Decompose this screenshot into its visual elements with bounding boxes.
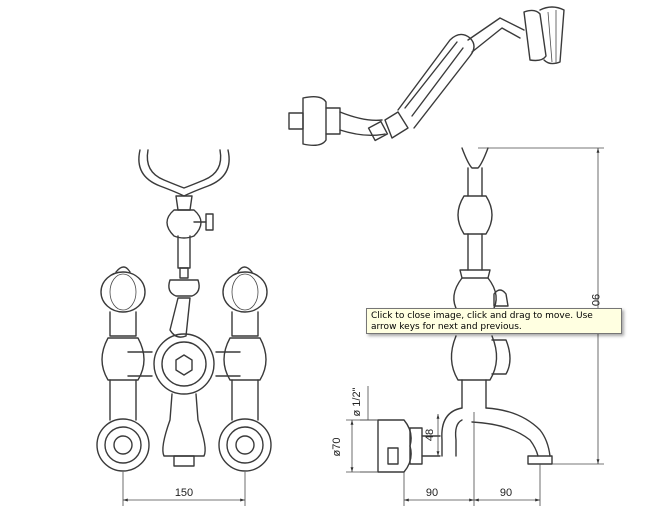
dim-spout-right-90: 90	[500, 487, 512, 499]
dim-flange-diameter: ø70	[331, 438, 343, 457]
side-view	[346, 147, 604, 506]
dim-thread: ø 1/2"	[351, 387, 363, 416]
tooltip: Click to close image, click and drag to …	[366, 308, 622, 334]
dim-height-90: 90	[589, 294, 601, 306]
hand-shower	[288, 6, 565, 147]
dim-width-150: 150	[175, 487, 193, 499]
dim-spout-left-90: 90	[426, 487, 438, 499]
dim-offset-48: 48	[424, 429, 436, 441]
front-view	[96, 149, 272, 506]
